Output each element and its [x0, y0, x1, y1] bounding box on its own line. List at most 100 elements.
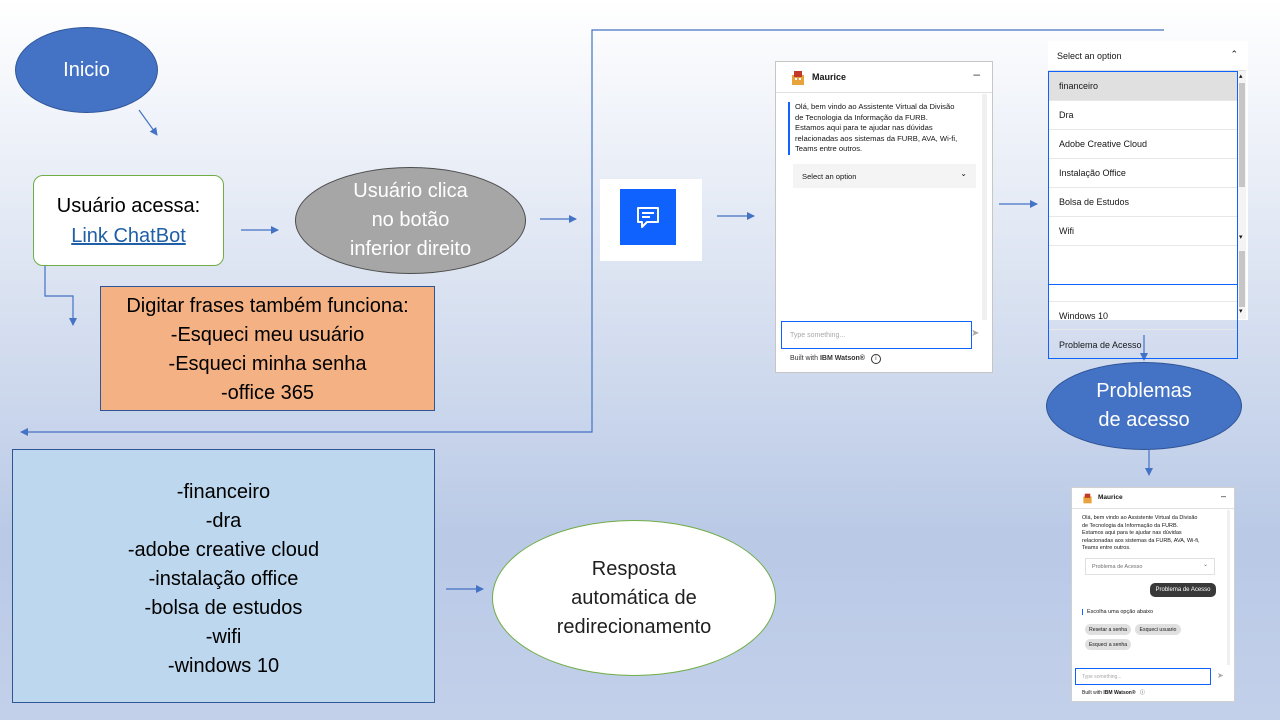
return-line [20, 29, 1164, 436]
welcome-line: Teams entre outros. [1082, 545, 1131, 551]
option-label: financeiro [1059, 81, 1099, 91]
topic-item: -windows 10 [167, 655, 280, 677]
dropdown-option[interactable]: Bolsa de Estudos [1049, 188, 1237, 217]
dropdown-option[interactable]: Wifi [1049, 217, 1237, 246]
chat-launcher-screenshot [600, 179, 702, 261]
small-prompt: Escolha uma opção abaixo [1082, 609, 1153, 615]
option-select-label: Select an option [802, 171, 857, 181]
info-icon[interactable]: ⓘ [1139, 690, 1145, 696]
welcome-line: relacionadas aos sistemas da FURB, AVA, … [795, 133, 958, 143]
small-message-input[interactable]: Type something... [1075, 668, 1211, 685]
chatbot-link[interactable]: Link ChatBot [71, 224, 186, 247]
welcome-line: Olá, bem vindo ao Assistente Virtual da … [1082, 515, 1198, 521]
dropdown-screenshot: Select an option ⌃ financeiro Dra Adobe … [1048, 41, 1248, 359]
chat-header: Maurice – [776, 62, 992, 93]
phrases-item: -Esqueci minha senha [168, 353, 367, 375]
option-label: Problema de Acesso [1059, 339, 1142, 350]
phrases-item: -Esqueci meu usuário [170, 324, 365, 346]
choice-reset-password[interactable]: Resetar a senha [1085, 624, 1131, 635]
small-minimize-button[interactable]: – [1220, 491, 1226, 501]
dropdown-option[interactable]: financeiro [1049, 72, 1237, 101]
dropdown-scroll-thumb-2[interactable] [1239, 251, 1245, 307]
user-access-label: Usuário acessa: [56, 194, 201, 217]
send-icon[interactable]: ➤ [1217, 671, 1224, 680]
welcome-line: relacionadas aos sistemas da FURB, AVA, … [1082, 537, 1200, 544]
access-problems-line-2: de acesso [1098, 409, 1190, 431]
scroll-down-icon[interactable]: ▾ [1239, 234, 1243, 241]
small-scrollbar[interactable] [1227, 510, 1230, 665]
auto-response-line-3: redirecionamento [556, 615, 712, 638]
send-icon[interactable]: ➤ [971, 328, 980, 339]
user-clicks-line-3: inferior direito [349, 238, 472, 260]
small-welcome-message: Olá, bem vindo ao Assistente Virtual da … [1082, 515, 1199, 553]
dropdown-scroll-thumb[interactable] [1239, 83, 1245, 187]
topic-item: -dra [205, 510, 242, 532]
topic-item: -instalação office [148, 568, 299, 590]
bot-name: Maurice [812, 72, 847, 82]
option-label: Dra [1059, 110, 1074, 120]
small-prompt-text: Escolha uma opção abaixo [1087, 609, 1154, 615]
chat-scrollbar[interactable] [982, 94, 987, 320]
access-problems-oval: Problemas de acesso [1046, 362, 1242, 450]
start-oval: Inicio [15, 27, 158, 113]
dropdown-option[interactable]: Instalação Office [1049, 159, 1237, 188]
arrow-inicio-to-acessa [138, 109, 158, 136]
option-select[interactable]: Select an option ⌄ [793, 164, 976, 188]
welcome-line: Olá, bem vindo ao Assistente Virtual da … [795, 102, 955, 111]
choice-label: Esqueci usuario [1139, 626, 1177, 633]
option-label: Instalação Office [1059, 168, 1126, 178]
dropdown-option[interactable]: Problema de Acesso [1049, 330, 1237, 359]
user-clicks-oval: Usuário clica no botão inferior direito [295, 167, 526, 274]
scroll-down-icon[interactable]: ▾ [1239, 308, 1243, 315]
chevron-down-icon: ⌄ [960, 169, 967, 178]
choice-forgot-password[interactable]: Esqueci a senha [1085, 639, 1131, 650]
small-chat-header: Maurice – [1072, 488, 1234, 509]
topic-item: -financeiro [176, 481, 271, 503]
message-input[interactable]: Type something... [781, 321, 972, 349]
small-chat-widget-screenshot: Maurice – Olá, bem vindo ao Assistente V… [1071, 487, 1235, 702]
user-access-box: Usuário acessa: Link ChatBot [33, 175, 224, 266]
small-select-value: Problema de Acesso [1092, 563, 1143, 570]
small-input-placeholder: Type something... [1082, 673, 1122, 680]
choice-label: Esqueci a senha [1088, 641, 1128, 648]
dropdown-list-continued: Windows 10 Problema de Acesso [1048, 285, 1238, 359]
chevron-up-icon: ⌃ [1230, 49, 1238, 59]
dropdown-option[interactable]: Windows 10 [1049, 301, 1237, 330]
chat-icon [637, 207, 659, 228]
choice-forgot-user[interactable]: Esqueci usuario [1135, 624, 1181, 635]
info-icon[interactable]: i [870, 354, 881, 364]
small-option-select[interactable]: Problema de Acesso ⌄ [1085, 558, 1215, 575]
start-label: Inicio [63, 58, 110, 81]
choice-label: Resetar a senha [1088, 626, 1128, 633]
auto-response-oval: Resposta automática de redirecionamento [492, 520, 776, 676]
footer-prefix: Built with [1082, 690, 1103, 696]
welcome-message: Olá, bem vindo ao Assistente Virtual da … [788, 102, 957, 155]
welcome-line: de Tecnologia da Informação da FURB. [795, 112, 928, 122]
auto-response-line-1: Resposta [591, 557, 677, 580]
footer-prefix: Built with [790, 355, 819, 362]
dropdown-header-label: Select an option [1057, 50, 1122, 61]
option-label: Windows 10 [1059, 310, 1109, 321]
footer-brand: IBM Watson® [1103, 690, 1136, 696]
small-bot-name: Maurice [1098, 494, 1123, 501]
option-label: Adobe Creative Cloud [1059, 139, 1148, 149]
user-bubble-text: Problema de Acesso [1155, 587, 1211, 593]
auto-response-line-2: automática de [571, 586, 697, 609]
user-bubble: Problema de Acesso [1150, 583, 1216, 597]
dropdown-list: financeiro Dra Adobe Creative Cloud Inst… [1048, 71, 1238, 285]
topic-item: -adobe creative cloud [127, 539, 320, 561]
topics-box: -financeiro -dra -adobe creative cloud -… [12, 449, 435, 703]
dropdown-header[interactable]: Select an option ⌃ [1048, 41, 1246, 71]
dropdown-option[interactable]: Dra [1049, 101, 1237, 130]
dropdown-option[interactable]: Adobe Creative Cloud [1049, 130, 1237, 159]
option-label: Wifi [1059, 226, 1074, 236]
bot-avatar-icon [792, 71, 804, 85]
bot-avatar-icon [1083, 493, 1092, 504]
scroll-up-icon[interactable]: ▴ [1239, 73, 1243, 80]
minimize-button[interactable]: – [973, 67, 980, 81]
topic-item: -wifi [205, 626, 242, 648]
chat-widget-screenshot: Maurice – Olá, bem vindo ao Assistente V… [775, 61, 993, 373]
welcome-line: Teams entre outros. [795, 144, 863, 153]
chat-launcher-button[interactable] [620, 189, 676, 245]
footer-brand: IBM Watson® [819, 355, 865, 362]
